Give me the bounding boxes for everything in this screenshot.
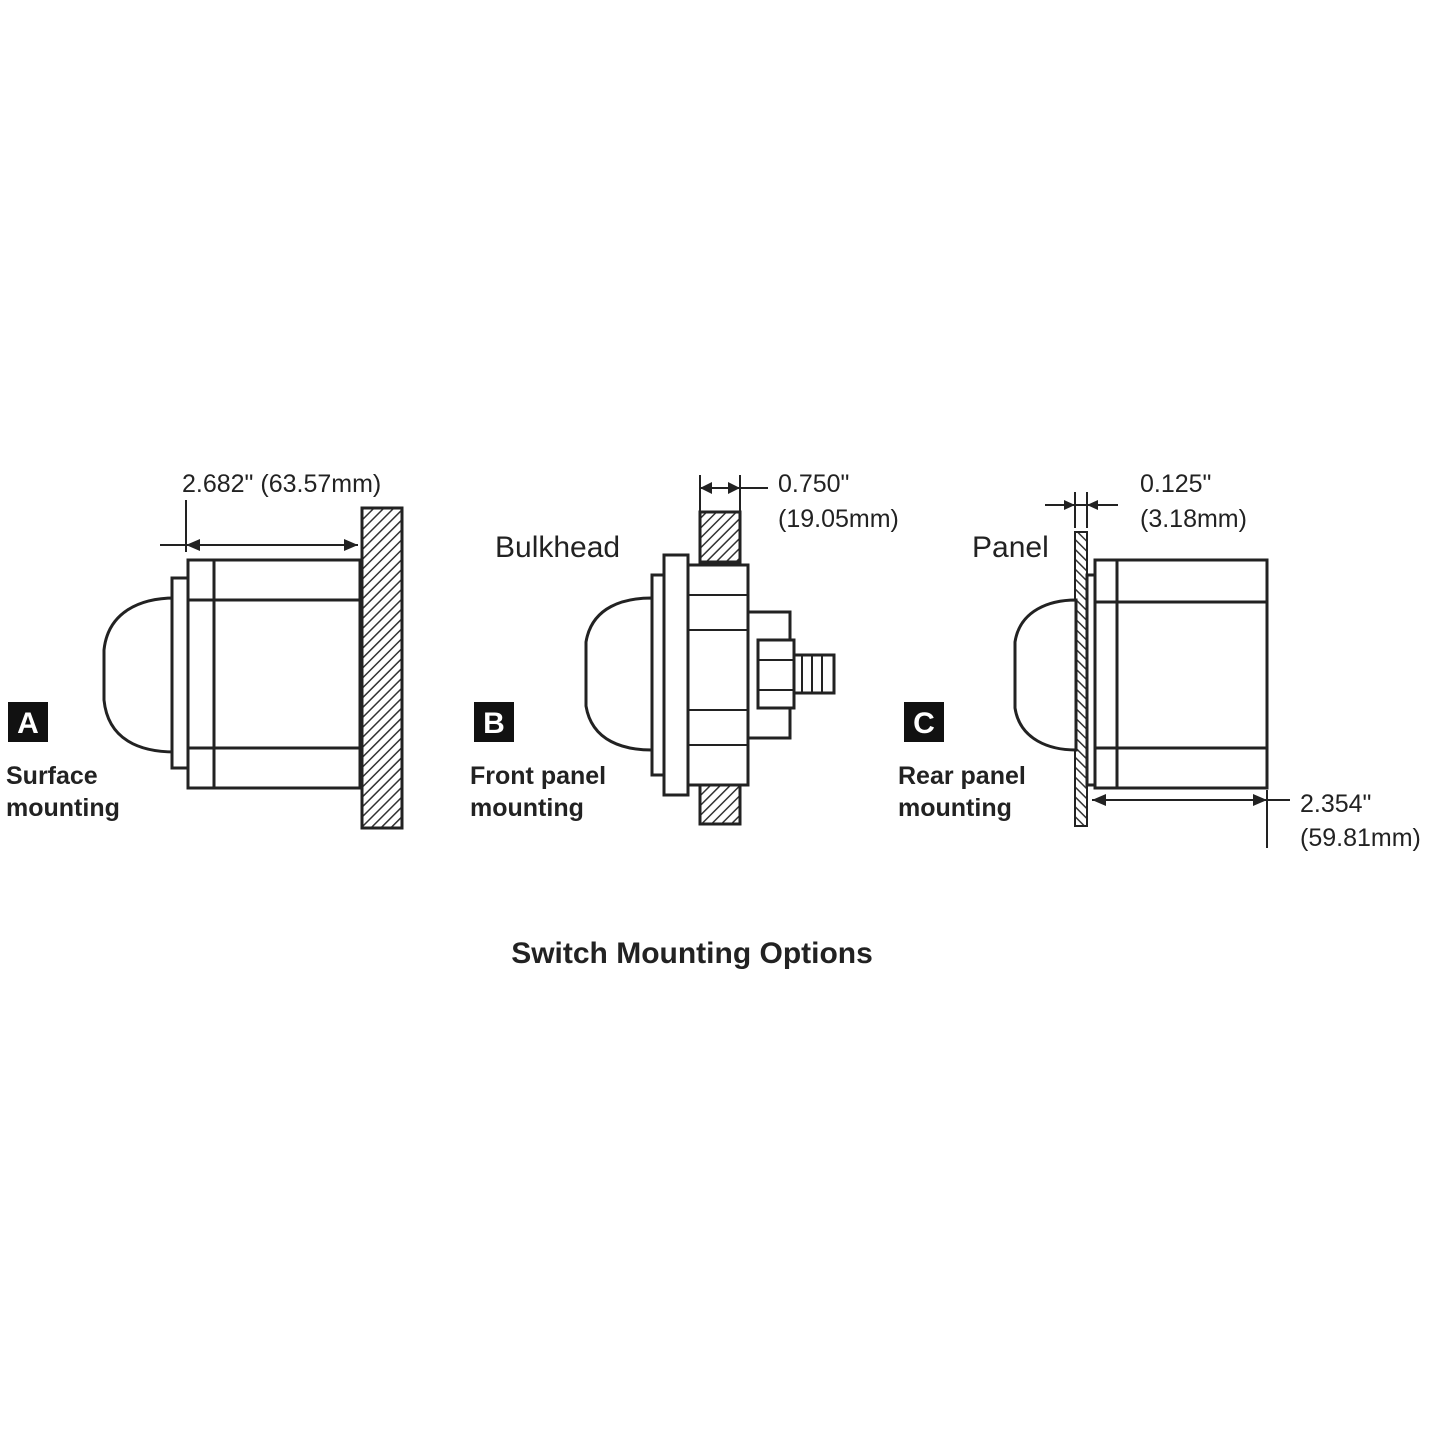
option-c-rear-panel-mounting: 0.125" (3.18mm) 2.354" (59.81mm) Panel C…: [898, 470, 1421, 852]
caption-c-line1: Rear panel: [898, 762, 1026, 790]
panel-label: Panel: [972, 531, 1049, 564]
dimension-a: 2.682" (63.57mm): [160, 470, 381, 552]
caption-a-line2: mounting: [6, 794, 120, 822]
dimension-c-depth: 2.354" (59.81mm): [1092, 790, 1421, 852]
option-b-front-panel-mounting: 0.750" (19.05mm) Bulkhead B Front panel …: [470, 470, 899, 826]
switch-body-c: [1013, 558, 1269, 790]
depth-dimension-line2: (59.81mm): [1300, 824, 1421, 852]
option-a-surface-mounting: 2.682" (63.57mm) A Surface mounting: [6, 470, 404, 830]
dimension-a-text: 2.682" (63.57mm): [182, 470, 381, 498]
bulkhead-wall-upper: [698, 510, 742, 564]
dimension-b-line2: (19.05mm): [778, 505, 899, 533]
switch-body-a: [102, 558, 362, 790]
depth-dimension-line1: 2.354": [1300, 790, 1371, 818]
caption-a-line1: Surface: [6, 762, 98, 790]
badge-c-letter: C: [913, 707, 935, 740]
badge-c: C: [904, 702, 944, 742]
caption-b-line2: mounting: [470, 794, 584, 822]
bulkhead-label: Bulkhead: [495, 531, 620, 564]
badge-b-letter: B: [483, 707, 505, 740]
dimension-c-thickness: 0.125" (3.18mm): [1045, 470, 1247, 533]
caption-b-line1: Front panel: [470, 762, 606, 790]
badge-b: B: [474, 702, 514, 742]
dimension-c-line1: 0.125": [1140, 470, 1211, 498]
dimension-b-line1: 0.750": [778, 470, 849, 498]
dimension-c-line2: (3.18mm): [1140, 505, 1247, 533]
dimension-b: 0.750" (19.05mm): [699, 470, 899, 533]
mounting-surface-wall: [360, 506, 404, 830]
switch-body-b: [584, 553, 836, 797]
badge-a-letter: A: [17, 707, 39, 740]
badge-a: A: [8, 702, 48, 742]
diagram-title: Switch Mounting Options: [511, 937, 873, 970]
caption-c-line2: mounting: [898, 794, 1012, 822]
